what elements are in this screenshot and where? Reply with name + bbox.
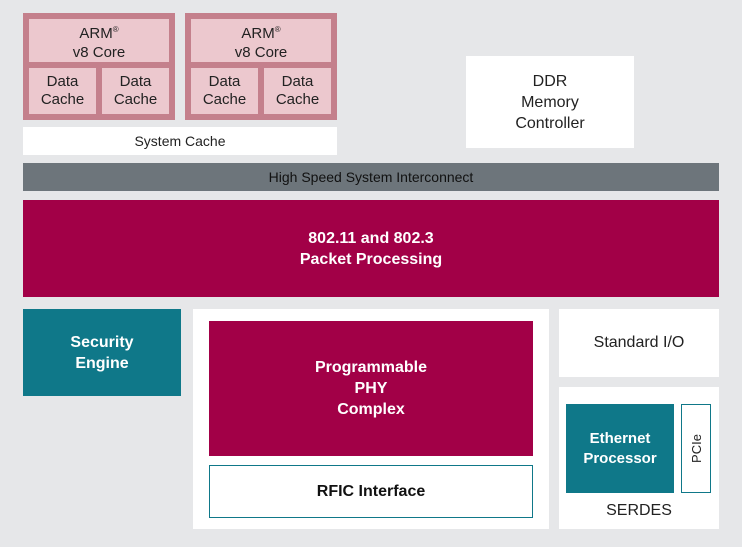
rfic-interface: RFIC Interface: [209, 465, 533, 518]
data-cache-1a: Data Cache: [29, 68, 96, 114]
pcie-label: PCIe: [688, 434, 704, 463]
arm-core-1-line2: v8 Core: [72, 43, 126, 61]
arm-core-1: ARM® v8 Core: [29, 19, 169, 62]
system-cache: System Cache: [23, 127, 337, 155]
data-cache-2a: Data Cache: [191, 68, 258, 114]
arm-core-2-name: ARM: [241, 24, 275, 42]
arm-core-1-name: ARM: [79, 24, 113, 42]
high-speed-interconnect: High Speed System Interconnect: [23, 163, 719, 191]
arm-core-1-mark: ®: [112, 24, 119, 34]
pcie-block: PCIe: [681, 404, 711, 493]
security-engine: Security Engine: [23, 309, 181, 396]
standard-io: Standard I/O: [559, 309, 719, 377]
ddr-memory-controller: DDR Memory Controller: [466, 56, 634, 148]
arm-core-2-mark: ®: [274, 24, 281, 34]
packet-processing: 802.11 and 802.3 Packet Processing: [23, 200, 719, 297]
programmable-phy-complex: Programmable PHY Complex: [209, 321, 533, 456]
serdes-label: SERDES: [606, 502, 672, 519]
data-cache-2b: Data Cache: [264, 68, 331, 114]
arm-core-2: ARM® v8 Core: [191, 19, 331, 62]
data-cache-1b: Data Cache: [102, 68, 169, 114]
ethernet-processor: Ethernet Processor: [566, 404, 674, 493]
arm-core-2-line2: v8 Core: [234, 43, 288, 61]
